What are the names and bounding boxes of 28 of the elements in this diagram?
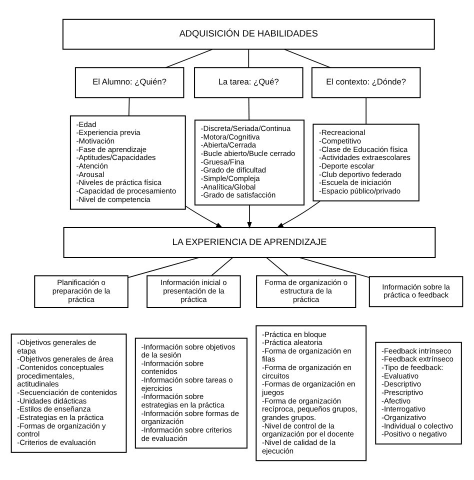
arrow (185, 206, 223, 228)
connector (165, 48, 213, 68)
connector (128, 97, 130, 116)
arrow (247, 204, 252, 229)
connector (266, 257, 288, 276)
node-box: ADQUISICIÓN DE HABILIDADES (62, 18, 435, 50)
connector (284, 48, 331, 68)
node-box: LA EXPERIENCIA DE APRENDIZAJE (63, 227, 436, 258)
node-box: -Objetivos generales de etapa -Objetivos generales de área -Contenidos conceptuales procedimentales, actitudinales -Secuenciación de contenidos -Unidades didácticas -Estilos de enseñanza -Estrategias en la práctica -Formas de organización y control -Criterios de evaluación (10, 334, 127, 453)
connector (211, 257, 234, 276)
node-box: -Discreta/Seriada/Continua -Motora/Cognitiva -Abierta/Cerrada -Bucle abierto/Bucle cerrado -Gruesa/Fina -Grado de dificultad -Simple/Compleja -Analítica/Global -Grado de satisfacción (194, 120, 305, 206)
node-box: -Recreacional -Competitivo -Clase de Educación física -Actividades extraescolares -Deporte escolar -Club deportivo federado -Escuela de iniciación -Espacio público/privado (312, 124, 420, 202)
connector (248, 48, 250, 68)
connector (128, 257, 200, 278)
node-box: Planificación o preparación de la práctica (34, 275, 128, 308)
node-box: El contexto: ¿Dónde? (311, 67, 421, 98)
connector (248, 97, 250, 120)
node-box: -Información sobre objetivos de la sesión -Información sobre contenidos -Información sobre tareas o ejercicios -Información sobre estrategias en la práctica -Información sobre formas de organización -Información sobre criterios de evaluación (134, 338, 248, 449)
node-box: La tarea: ¿Qué? (194, 67, 304, 98)
arrow (276, 200, 321, 228)
node-box: El Alumno: ¿Quién? (74, 67, 184, 98)
node-box: -Feedback intrínseco -Feedback extrínseco -Tipo de feedback: -Evaluativo -Descriptivo -Prescriptivo -Afectivo -Interrogativo -Organizativo -Individual o colectivo -Positivo o negativo (375, 342, 462, 445)
node-box: Información inicial o presentación de la práctica (146, 275, 241, 308)
node-box: -Edad -Experiencia previa -Motivación -Fase de aprendizaje -Aptitudes/Capacidades -Atención -Arousal -Niveles de práctica física -Capacidad de procesamiento -Nivel de competencia (70, 115, 186, 210)
node-box: -Práctica en bloque -Práctica aleatoria -Forma de organización en filas -Forma de organización en circuitos -Formas de organización en juegos -Forma de organización recíproca, pequeños grupos, grandes grupos. -Nivel de control de la organización por el docente -Nivel de calidad de la ejecución (256, 325, 367, 462)
connector (298, 257, 370, 278)
node-box: Información sobre la práctica o feedback (368, 276, 464, 308)
node-box: Forma de organización o estructura de la práctica (256, 275, 356, 308)
